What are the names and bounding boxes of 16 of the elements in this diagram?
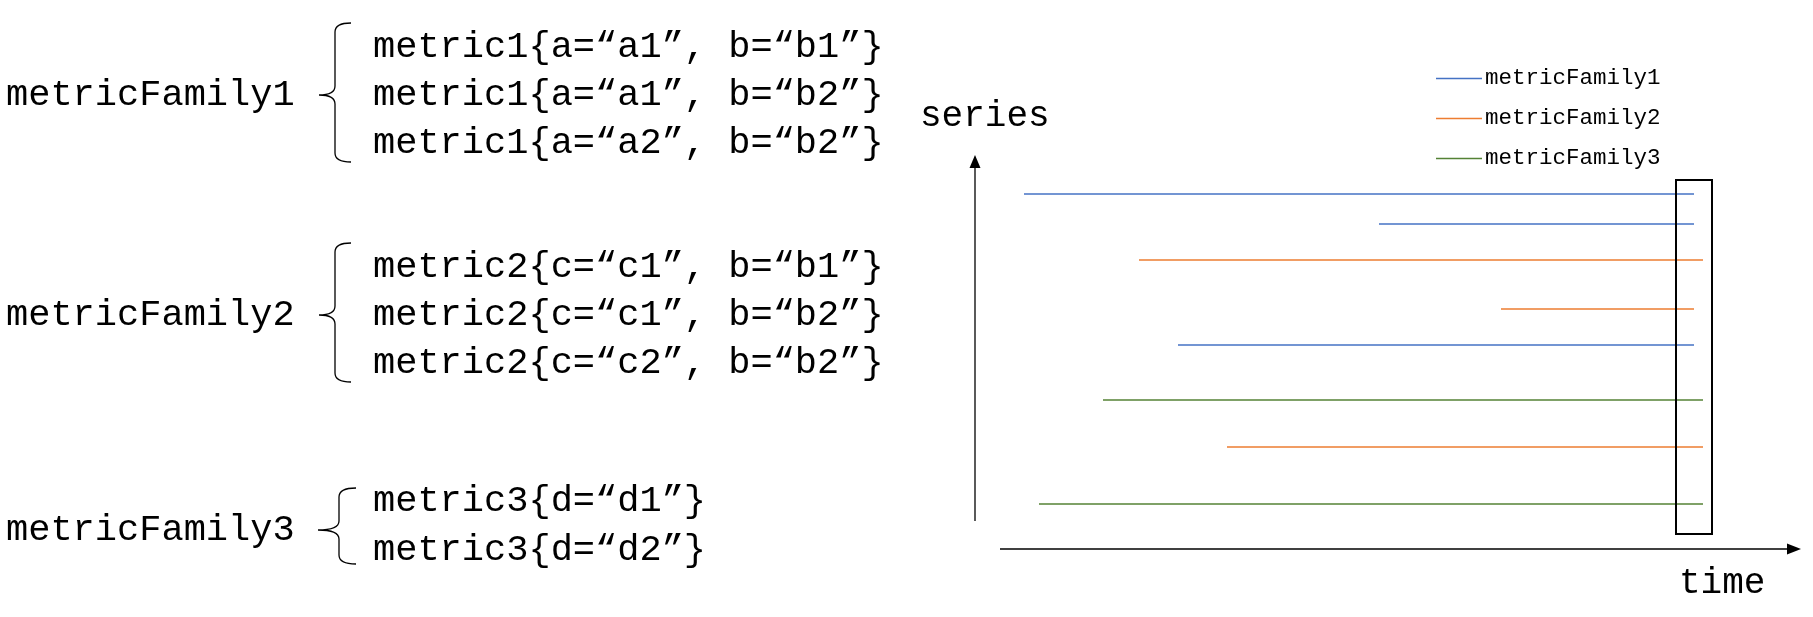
metric-series-label: metric3{d=“d1”} — [373, 479, 707, 523]
metric-family-label: metricFamily3 — [6, 508, 295, 552]
metric-series-label: metric3{d=“d2”} — [373, 528, 707, 572]
metric-series-label: metric2{c=“c1”, b=“b2”} — [373, 293, 884, 337]
metric-family-label: metricFamily2 — [6, 293, 295, 337]
legend-label: metricFamily2 — [1485, 106, 1661, 132]
metric-series-label: metric2{c=“c2”, b=“b2”} — [373, 341, 884, 385]
metric-series-label: metric1{a=“a1”, b=“b1”} — [373, 25, 884, 69]
axis-label: series — [920, 96, 1050, 138]
axis-label: time — [1679, 563, 1766, 605]
metric-series-label: metric2{c=“c1”, b=“b1”} — [373, 245, 884, 289]
metric-series-label: metric1{a=“a1”, b=“b2”} — [373, 73, 884, 117]
legend-label: metricFamily1 — [1485, 66, 1661, 92]
metric-series-label: metric1{a=“a2”, b=“b2”} — [373, 121, 884, 165]
legend-label: metricFamily3 — [1485, 146, 1661, 172]
metric-family-label: metricFamily1 — [6, 73, 295, 117]
